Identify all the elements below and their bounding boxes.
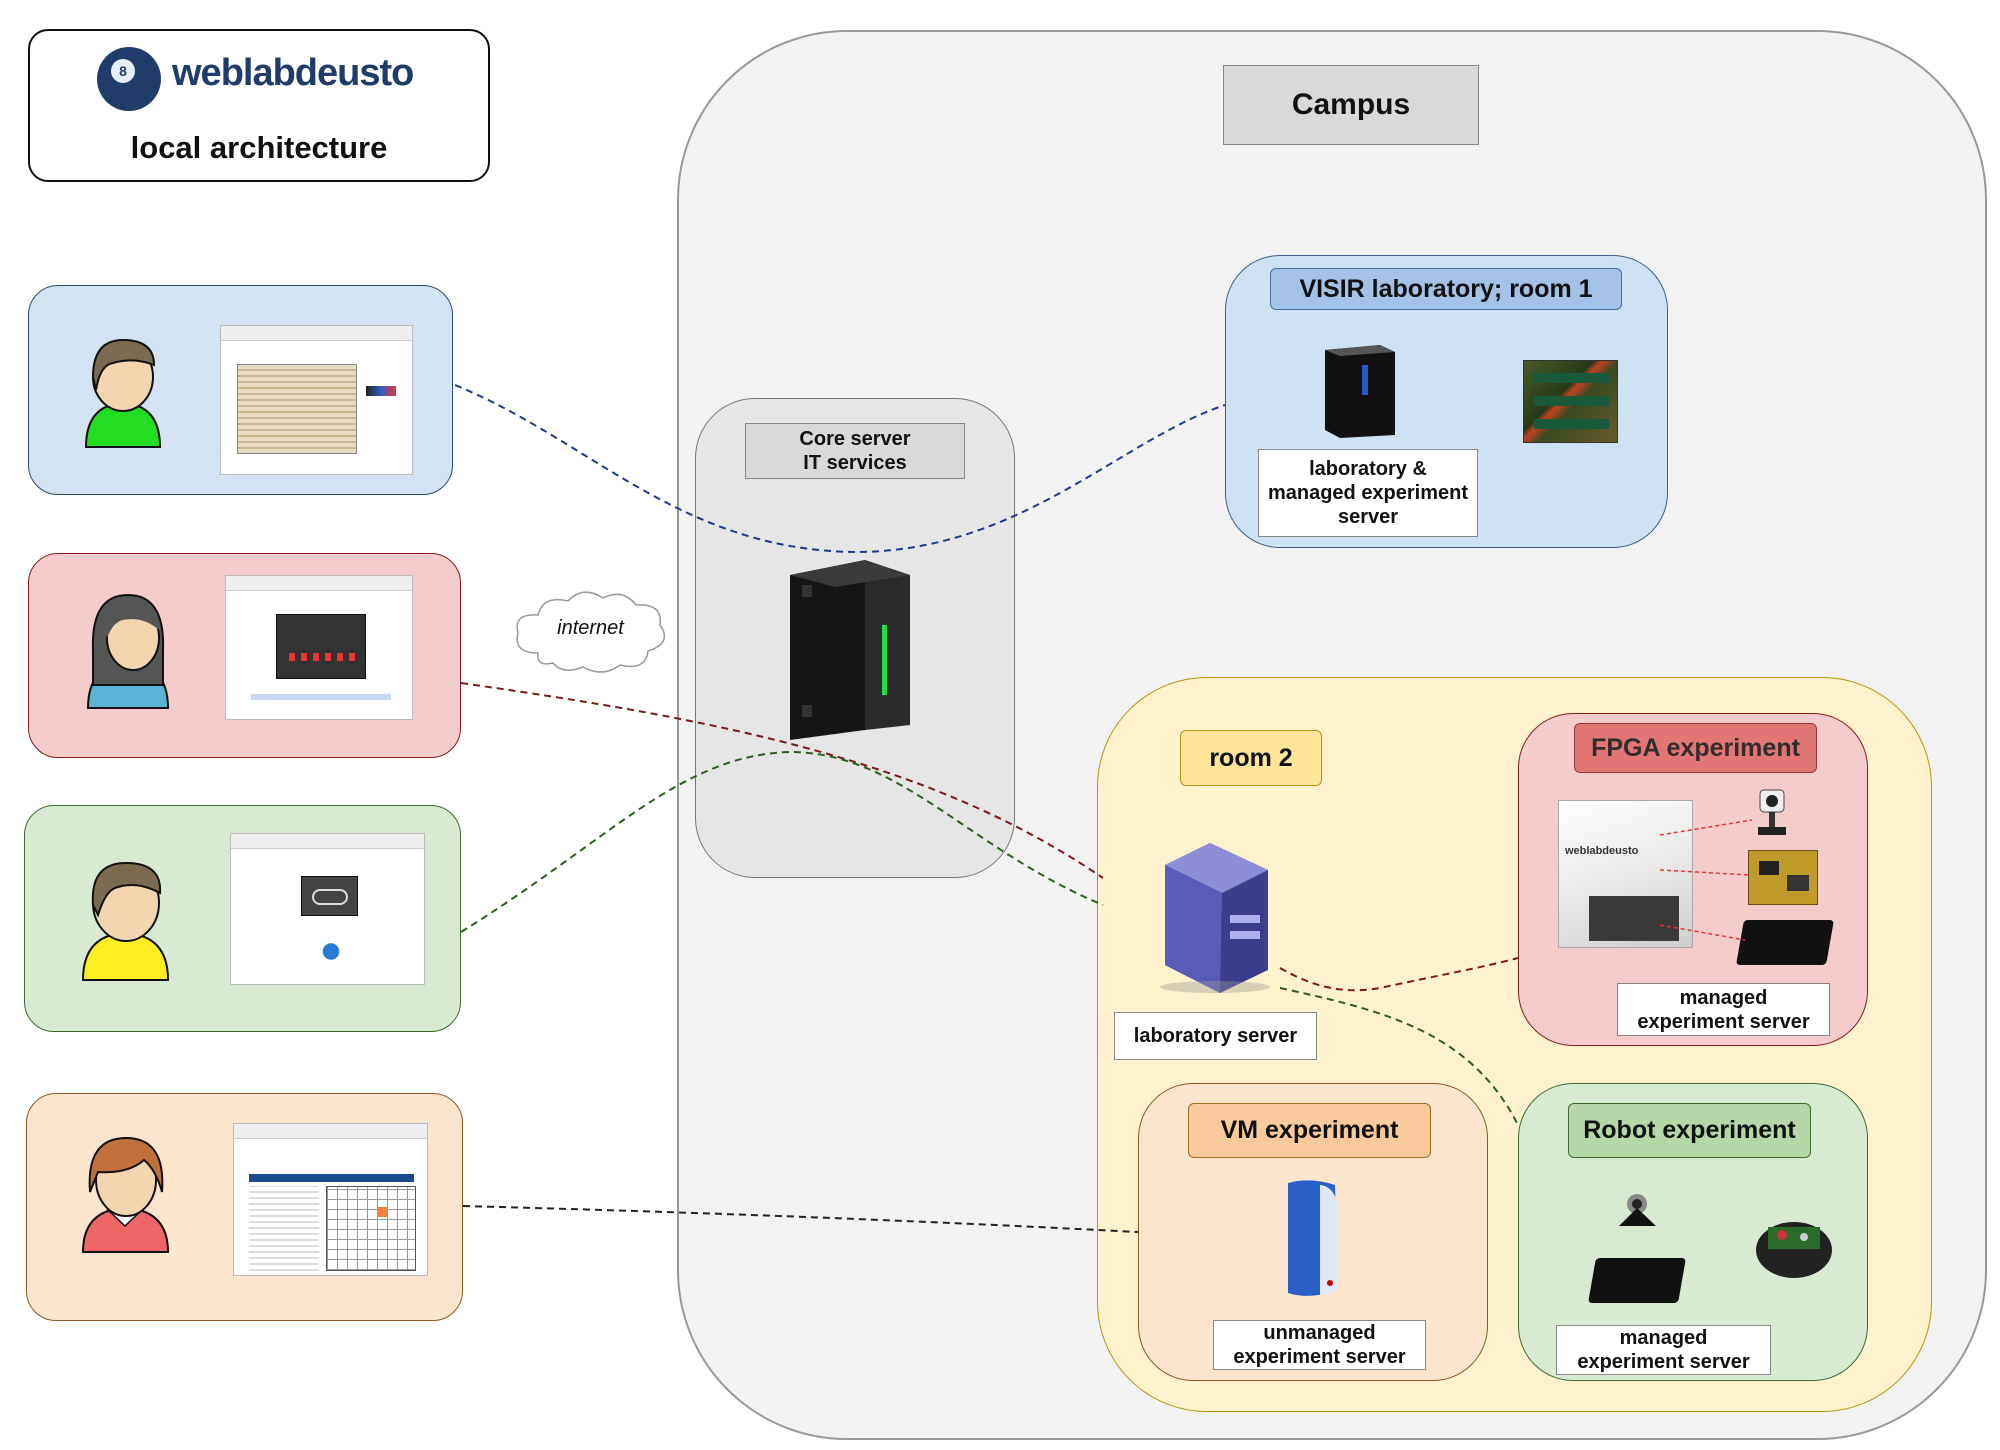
visir-server-line2: managed experiment	[1267, 482, 1469, 504]
internet-cloud-icon	[516, 591, 666, 673]
vm-title: VM experiment	[1188, 1103, 1431, 1158]
fpga-server-label: managed experiment server	[1617, 983, 1830, 1036]
link-fpga-box	[1659, 924, 1746, 941]
visir-title: VISIR laboratory; room 1	[1270, 268, 1622, 310]
robot-server-line2: experiment server	[1577, 1351, 1750, 1373]
fpga-box-logo: weblabdeusto	[1565, 845, 1639, 857]
visir-server-line3: server	[1337, 506, 1399, 528]
vm-server-line2: experiment server	[1233, 1346, 1406, 1368]
robot-server-line1: managed	[1619, 1327, 1708, 1349]
link-user3-labserver	[460, 750, 1104, 933]
webcam-icon	[1619, 1194, 1656, 1226]
link-user4-vm	[462, 1205, 1139, 1233]
core-title-line2: IT services	[803, 452, 907, 474]
robot-icon	[1756, 1222, 1832, 1278]
vm-server-label: unmanaged experiment server	[1213, 1320, 1426, 1370]
user-avatar-3	[81, 861, 170, 981]
link-user1-visir	[454, 384, 1226, 554]
robot-title: Robot experiment	[1568, 1103, 1811, 1158]
vm-server-line1: unmanaged	[1263, 1322, 1376, 1344]
logo-text: weblabdeusto	[172, 52, 414, 94]
fpga-title: FPGA experiment	[1574, 723, 1817, 773]
browser-screenshot-3	[230, 833, 425, 985]
svg-text:8: 8	[119, 63, 127, 79]
header-subtitle: local architecture	[130, 130, 388, 165]
room2-title: room 2	[1180, 730, 1322, 786]
camera-icon	[1758, 789, 1786, 835]
core-server-icon	[790, 560, 910, 740]
internet-label: internet	[557, 617, 624, 639]
browser-screenshot-1	[220, 325, 413, 475]
fpga-board-photo	[1748, 850, 1818, 905]
robot-server-label: managed experiment server	[1556, 1325, 1771, 1375]
visir-hardware-photo	[1523, 360, 1618, 443]
fpga-server-line1: managed	[1679, 986, 1768, 1009]
user-avatar-1	[84, 338, 162, 448]
visir-server-icon	[1325, 345, 1395, 438]
browser-screenshot-4	[233, 1123, 428, 1276]
weblab-logo-icon: 8	[97, 47, 161, 111]
vm-server-icon	[1288, 1180, 1338, 1296]
link-fpga-camera	[1659, 819, 1753, 836]
visir-server-label: laboratory & managed experiment server	[1258, 449, 1478, 537]
header-box	[28, 29, 490, 182]
core-title-line1: Core server	[799, 428, 911, 450]
link-labserver-robot	[1279, 987, 1519, 1126]
link-fpga-board	[1659, 869, 1751, 876]
fpga-box-photo: weblabdeusto	[1558, 800, 1693, 948]
laboratory-server-label: laboratory server	[1114, 1012, 1317, 1060]
core-server-title: Core server IT services	[745, 423, 965, 479]
campus-title: Campus	[1223, 65, 1479, 145]
laboratory-server-icon	[1160, 843, 1270, 993]
link-user2-labserver	[460, 682, 1104, 879]
user-avatar-2	[86, 593, 170, 709]
user-avatar-4	[81, 1136, 170, 1253]
link-labserver-fpga	[1279, 957, 1519, 992]
visir-server-line1: laboratory &	[1309, 458, 1427, 480]
fpga-server-line2: experiment server	[1637, 1010, 1810, 1033]
browser-screenshot-2	[225, 575, 413, 720]
